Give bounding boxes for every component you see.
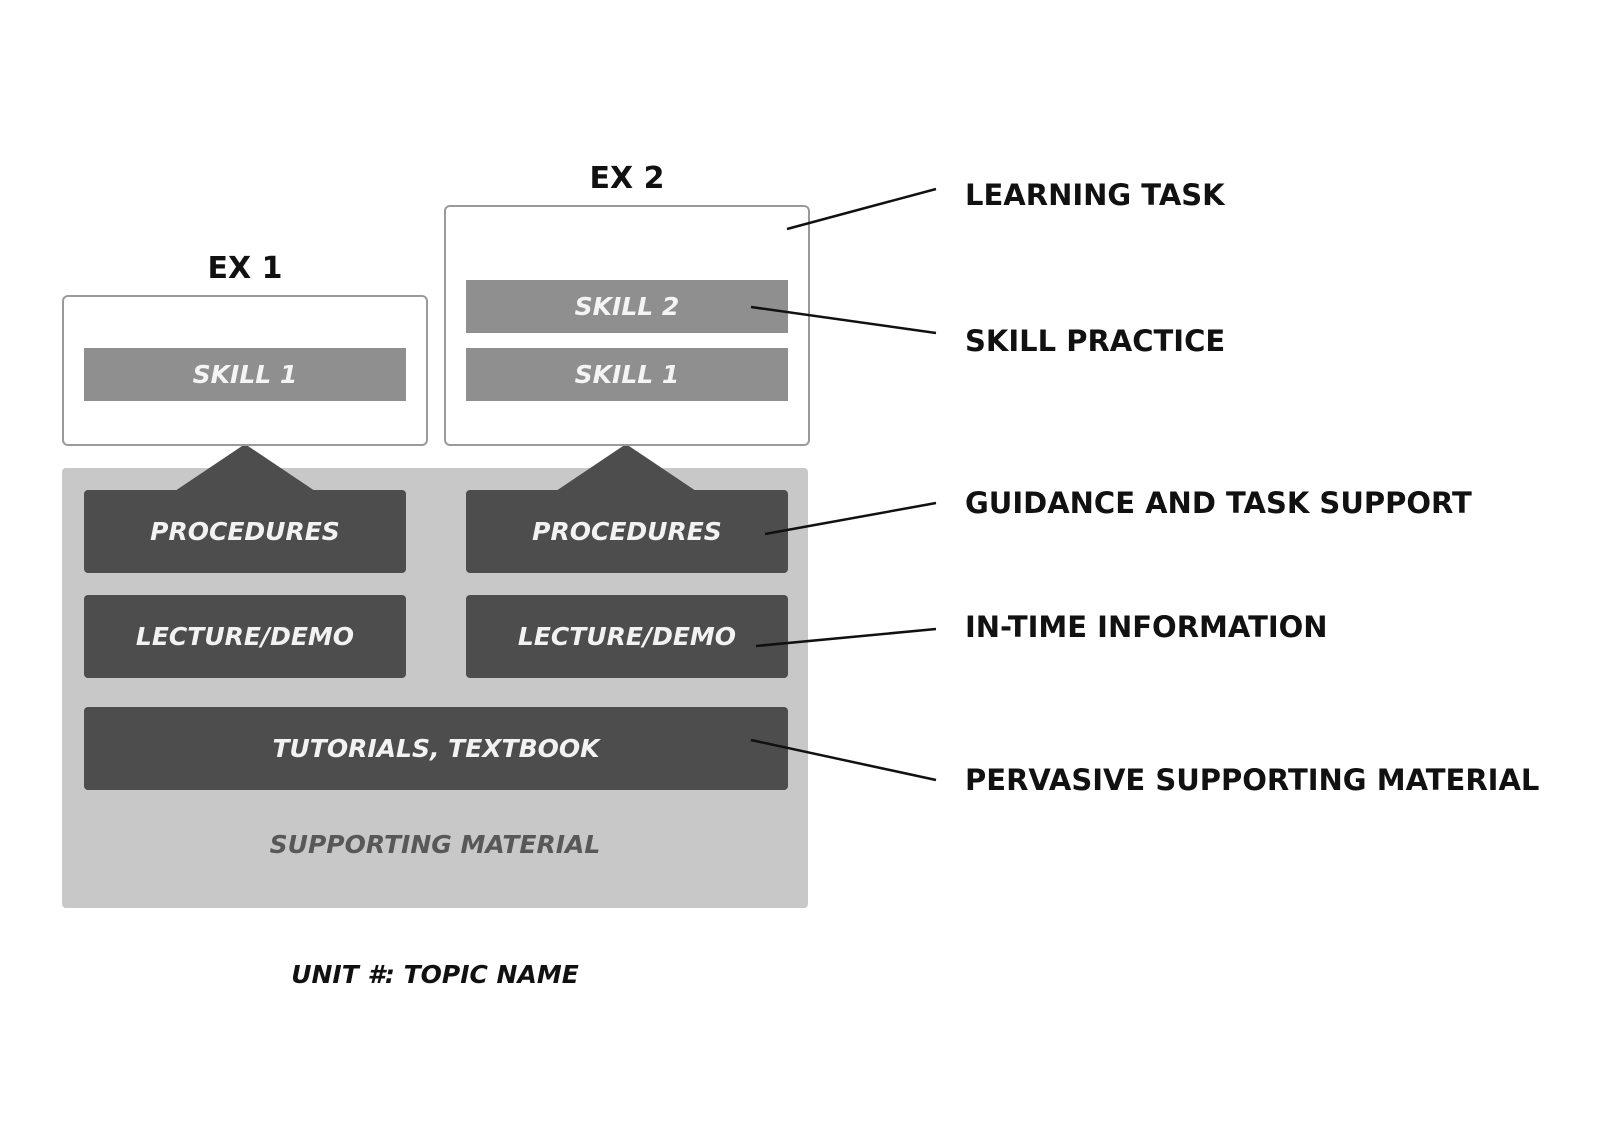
ex2-procedures-box: PROCEDURES [466,490,788,573]
unit-topic-title: UNIT #: TOPIC NAME [291,960,579,989]
legend-pervasive-supporting-material: PERVASIVE SUPPORTING MATERIAL [965,763,1540,797]
ex1-lecture-demo-box: LECTURE/DEMO [84,595,406,678]
ex1-procedures-box: PROCEDURES [84,490,406,573]
legend-guidance-task-support: GUIDANCE AND TASK SUPPORT [965,486,1472,520]
in-time-leader [755,627,937,648]
ex1-skill-1-bar: SKILL 1 [84,348,406,401]
ex2-skill-1-bar: SKILL 1 [466,348,788,401]
ex2-title: EX 2 [589,161,665,196]
pervasive-leader [750,738,937,782]
legend-learning-task: LEARNING TASK [965,178,1225,212]
tutorials-textbook-box: TUTORIALS, TEXTBOOK [84,707,788,790]
learning-task-leader [786,187,937,231]
skill-practice-leader [750,305,937,335]
supporting-material-label: SUPPORTING MATERIAL [269,830,601,859]
guidance-leader [764,501,937,536]
legend-skill-practice: SKILL PRACTICE [965,324,1226,358]
ex1-arrow-tip [175,444,315,491]
ex2-arrow-tip [556,444,696,491]
ex1-title: EX 1 [207,251,283,286]
legend-in-time-information: IN-TIME INFORMATION [965,610,1328,644]
ex2-lecture-demo-box: LECTURE/DEMO [466,595,788,678]
ex2-skill-2-bar: SKILL 2 [466,280,788,333]
